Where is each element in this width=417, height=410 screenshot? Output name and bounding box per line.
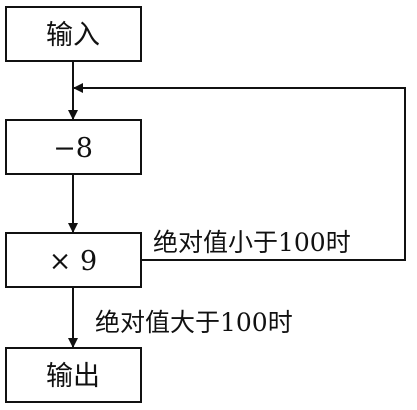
loop-condition-label: 绝对值小于100时 (153, 228, 351, 257)
output-box-label: 输出 (46, 361, 100, 392)
input-box: 输入 (5, 6, 142, 62)
exit-condition-label: 绝对值大于100时 (95, 308, 293, 337)
multiply-box-label: × 9 (49, 246, 97, 277)
input-box-label: 输入 (46, 20, 100, 51)
output-box: 输出 (5, 347, 142, 403)
multiply-box: × 9 (5, 232, 142, 288)
subtract-box: −8 (5, 119, 142, 175)
subtract-box-label: −8 (53, 133, 93, 164)
loop-back-arrow (73, 83, 406, 261)
